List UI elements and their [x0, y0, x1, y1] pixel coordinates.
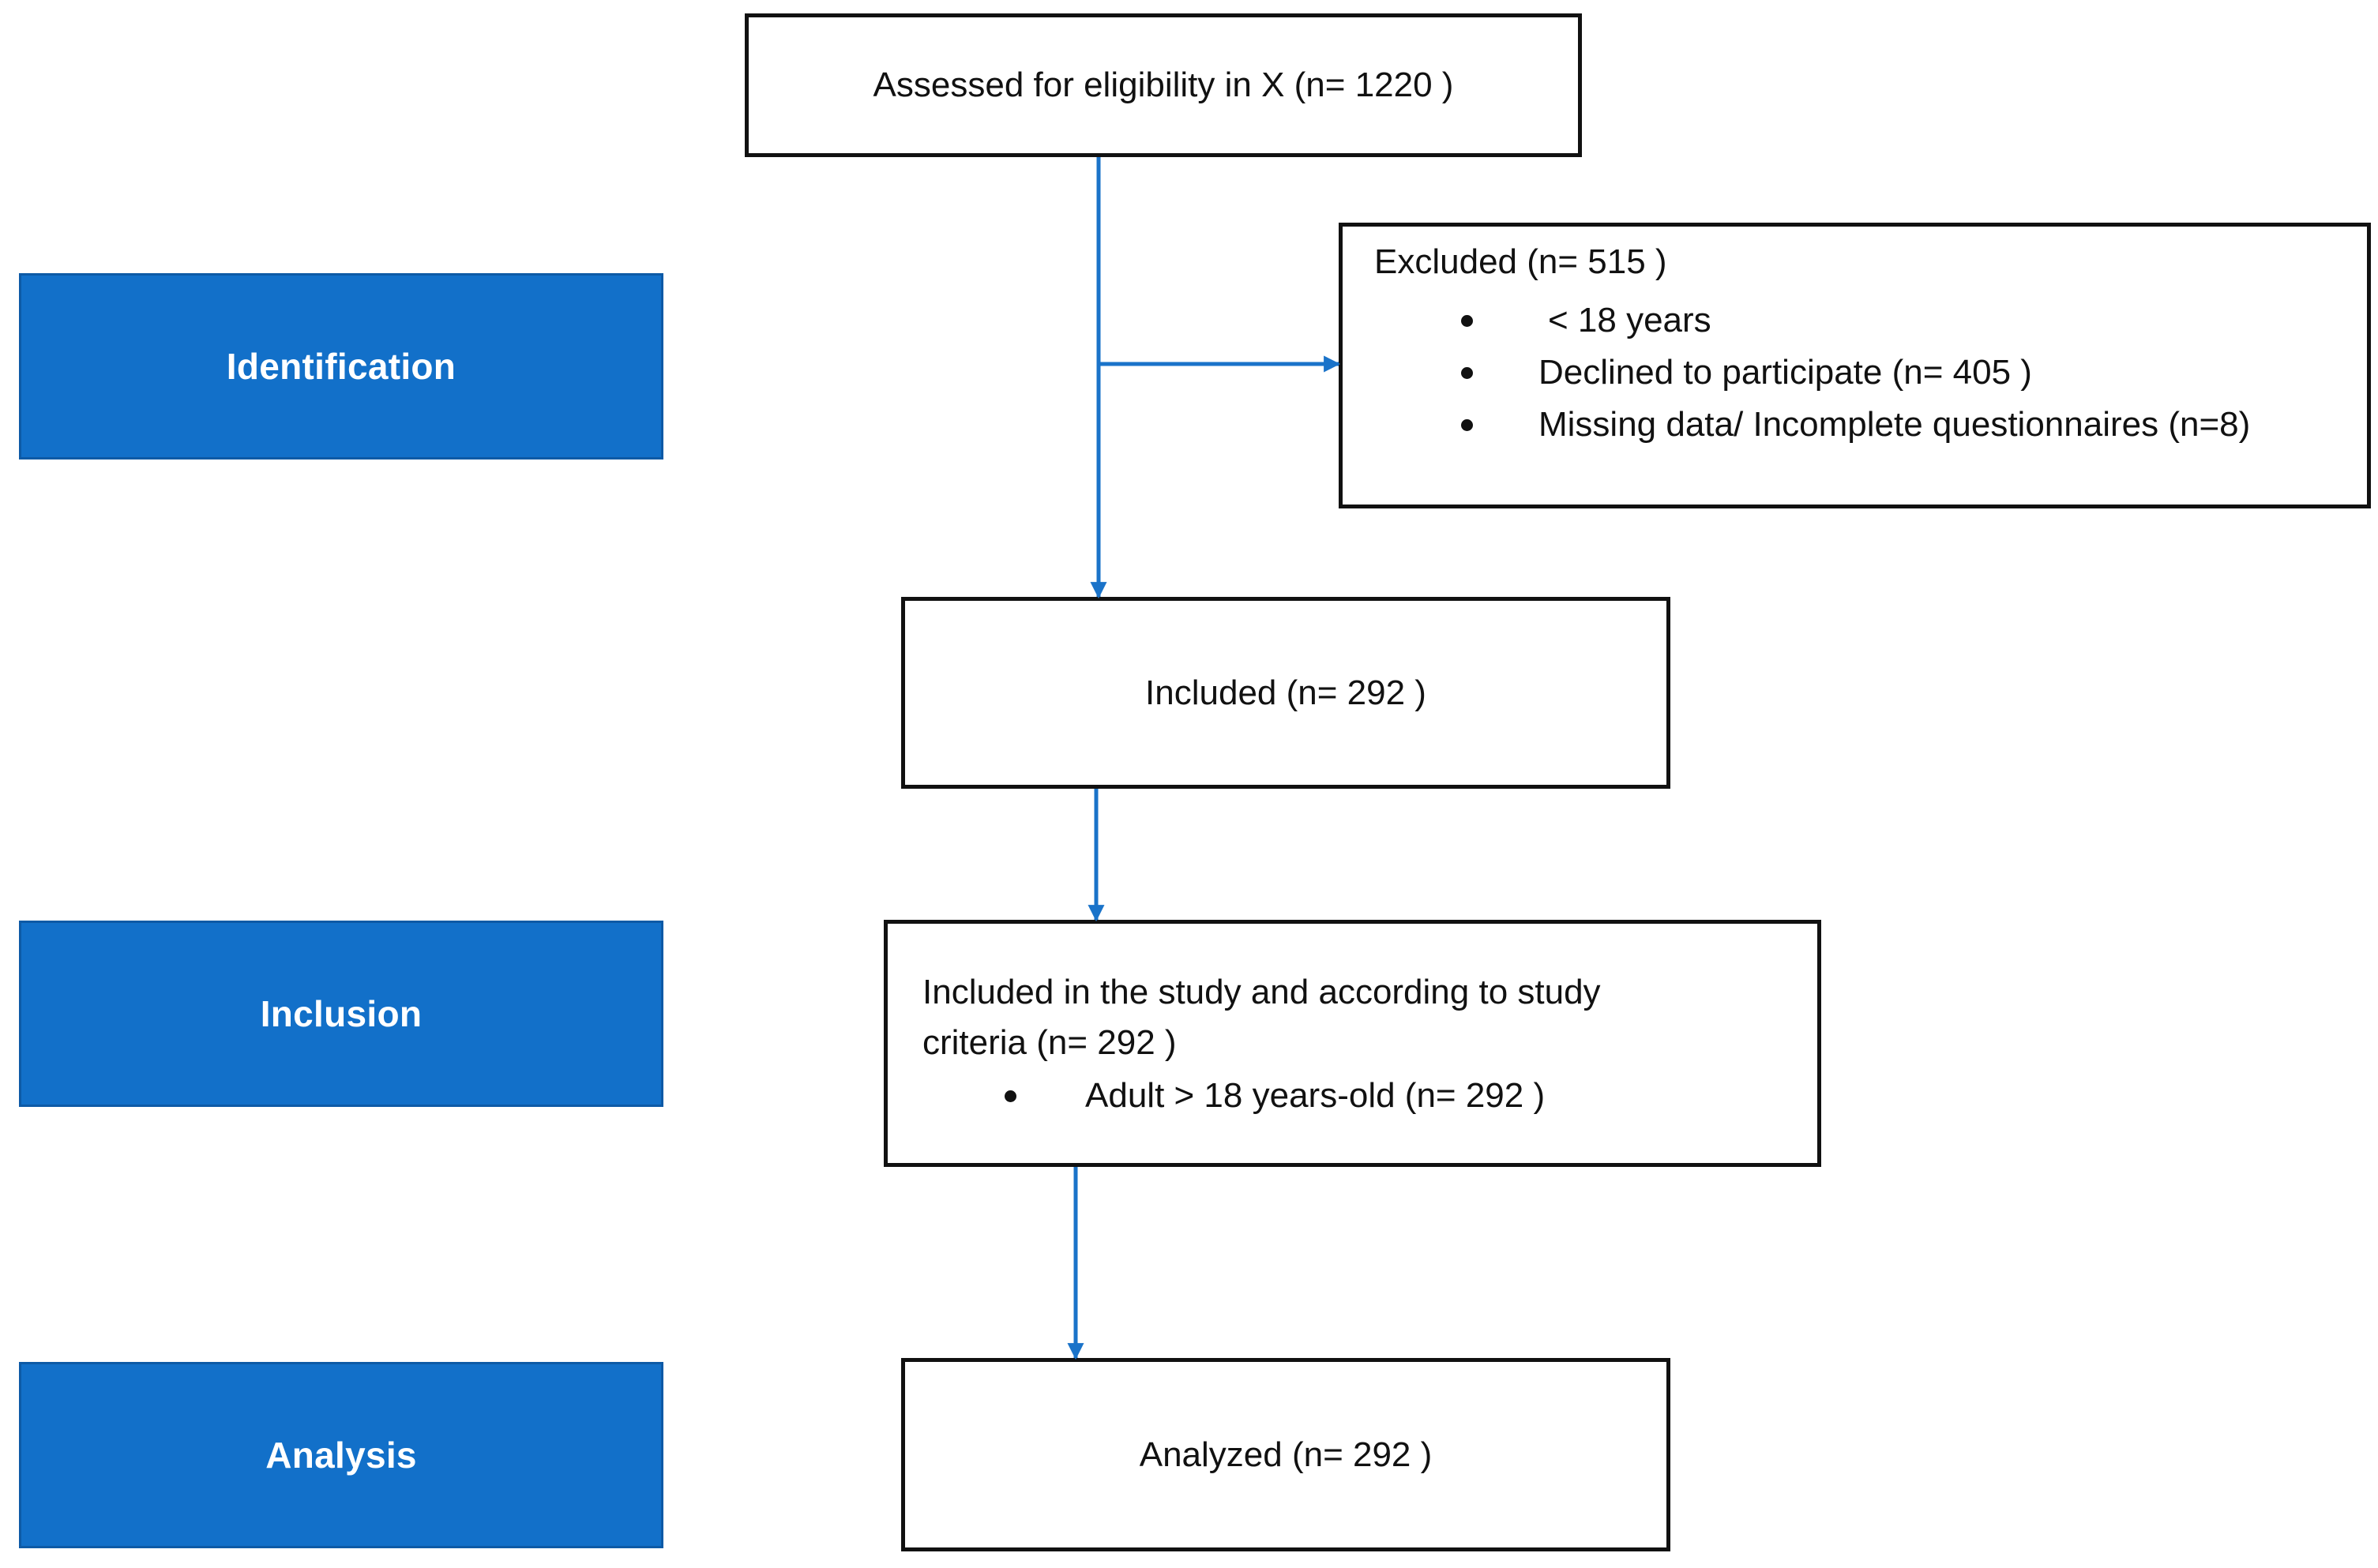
stage-analysis: Analysis	[19, 1362, 663, 1548]
bullet-icon	[1461, 315, 1473, 327]
stage-label: Analysis	[265, 1435, 417, 1476]
excluded-reason-text: Declined to participate (n= 405 )	[1538, 353, 2032, 392]
stage-label: Inclusion	[260, 993, 423, 1034]
excluded-reason-text: Missing data/ Incomplete questionnaires …	[1538, 405, 2251, 444]
excluded-title: Excluded (n= 515 )	[1374, 242, 1667, 281]
included-box: Included (n= 292 )	[901, 597, 1670, 789]
bullet-icon	[1005, 1090, 1016, 1102]
excluded-box: Excluded (n= 515 ) < 18 years Declined t…	[1339, 223, 2371, 508]
assessed-text: Assessed for eligibility in X (n= 1220 )	[873, 66, 1454, 105]
stage-inclusion: Inclusion	[19, 921, 663, 1107]
stage-label: Identification	[226, 346, 456, 387]
study-criteria-box: Included in the study and according to s…	[884, 920, 1821, 1167]
assessed-box: Assessed for eligibility in X (n= 1220 )	[745, 13, 1582, 157]
analyzed-box: Analyzed (n= 292 )	[901, 1358, 1670, 1551]
excluded-reason-text: < 18 years	[1548, 301, 1711, 339]
analyzed-text: Analyzed (n= 292 )	[1139, 1435, 1433, 1474]
study-criteria-text: Adult > 18 years-old (n= 292 )	[1085, 1076, 1546, 1115]
bullet-icon	[1461, 367, 1473, 379]
bullet-icon	[1461, 419, 1473, 431]
study-criteria-line1: Included in the study and according to s…	[922, 973, 1601, 1011]
stage-identification: Identification	[19, 273, 663, 460]
study-criteria-line2: criteria (n= 292 )	[922, 1023, 1177, 1062]
included-text: Included (n= 292 )	[1145, 673, 1426, 712]
